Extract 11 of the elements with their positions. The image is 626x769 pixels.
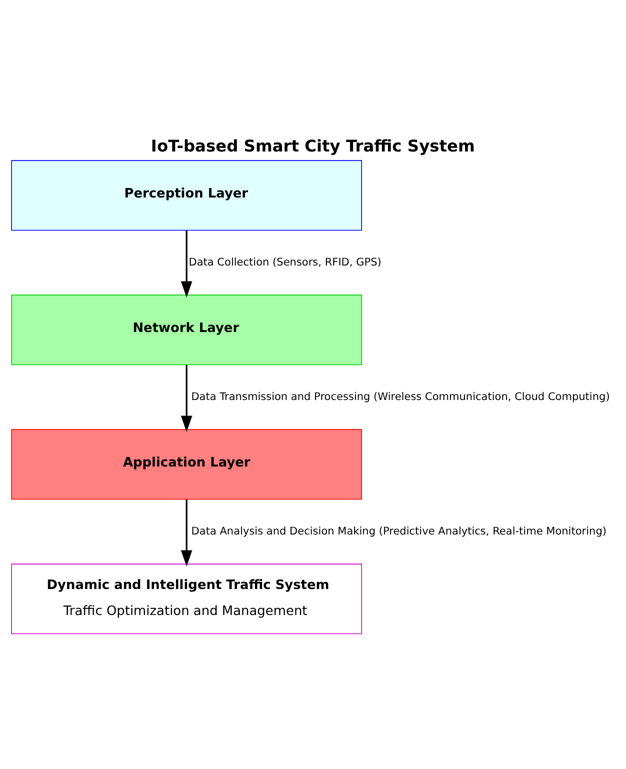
edge-label: Data Transmission and Processing (Wireless Communication, Cloud Computing) — [191, 390, 610, 402]
arrow — [180, 498, 192, 566]
node-box: Network Layer — [11, 294, 362, 365]
diagram-title: IoT-based Smart City Traffic System — [150, 136, 475, 156]
arrow — [180, 364, 192, 432]
edge-label: Data Collection (Sensors, RFID, GPS) — [188, 256, 382, 268]
node-box: Application Layer — [11, 428, 362, 500]
node-box: Dynamic and Intelligent Traffic System Traffic Optimization and Management — [11, 563, 362, 634]
node-box: Perception Layer — [11, 160, 362, 230]
arrow — [180, 230, 192, 297]
edge-label: Data Analysis and Decision Making (Predictive Analytics, Real-time Monitoring) — [191, 524, 606, 537]
